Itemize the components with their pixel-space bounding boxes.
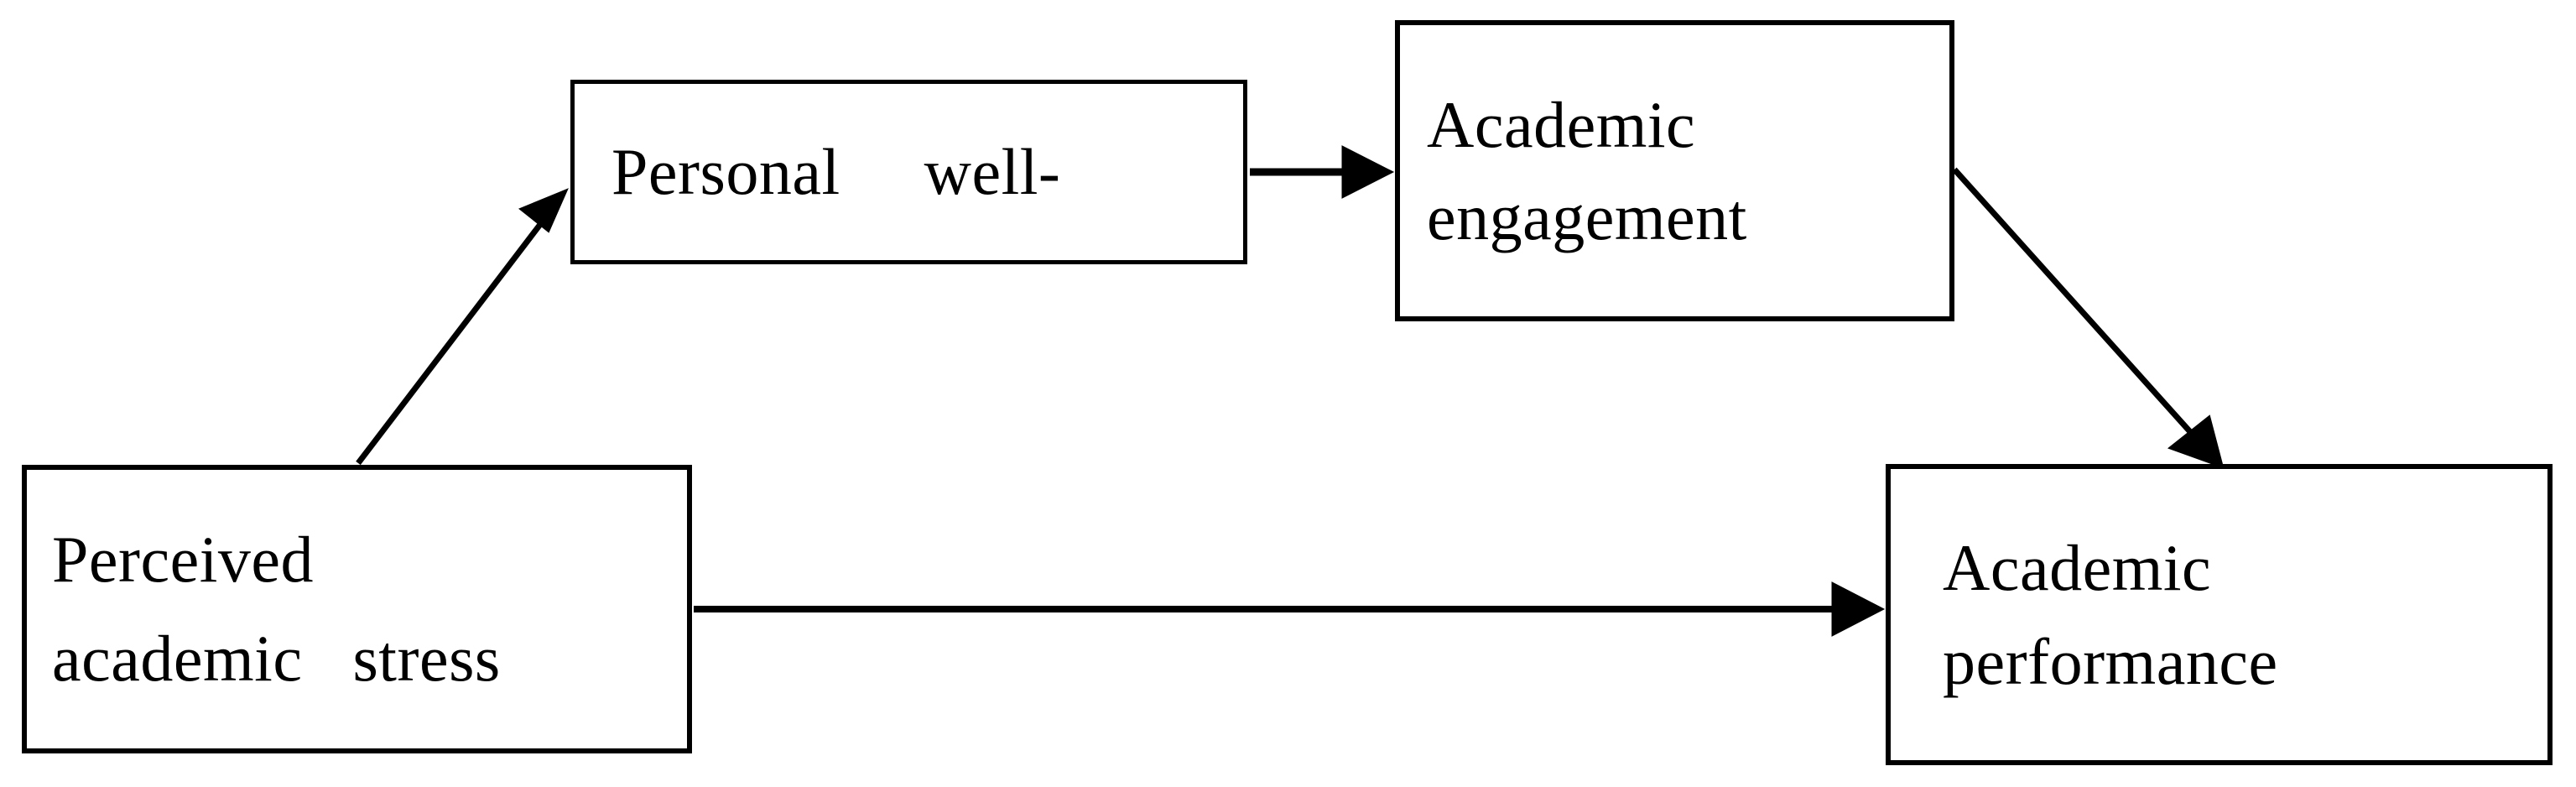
edge-engagement-to-performance <box>1952 167 2225 469</box>
node-label-line: engagement <box>1427 180 1747 253</box>
node-perceived-academic-stress[interactable]: Perceived academic stress <box>22 465 692 753</box>
node-personal-wellbeing[interactable]: Personal well- <box>570 80 1247 264</box>
node-label-line: Academic <box>1427 87 1696 161</box>
node-label-line: Perceived <box>52 523 315 597</box>
edge-stress-to-wellbeing <box>356 188 569 466</box>
node-academic-performance[interactable]: Academic performance <box>1886 464 2553 765</box>
edge-wellbeing-to-engagement <box>1250 145 1395 199</box>
node-academic-engagement[interactable]: Academic engagement <box>1395 20 1954 321</box>
node-label-line: academic stress <box>52 622 501 695</box>
node-label-line: performance <box>1943 624 2278 698</box>
edge-stress-to-performance <box>694 581 1886 637</box>
node-label-line: Academic <box>1943 530 2212 604</box>
node-label-line: Personal well- <box>611 135 1061 209</box>
